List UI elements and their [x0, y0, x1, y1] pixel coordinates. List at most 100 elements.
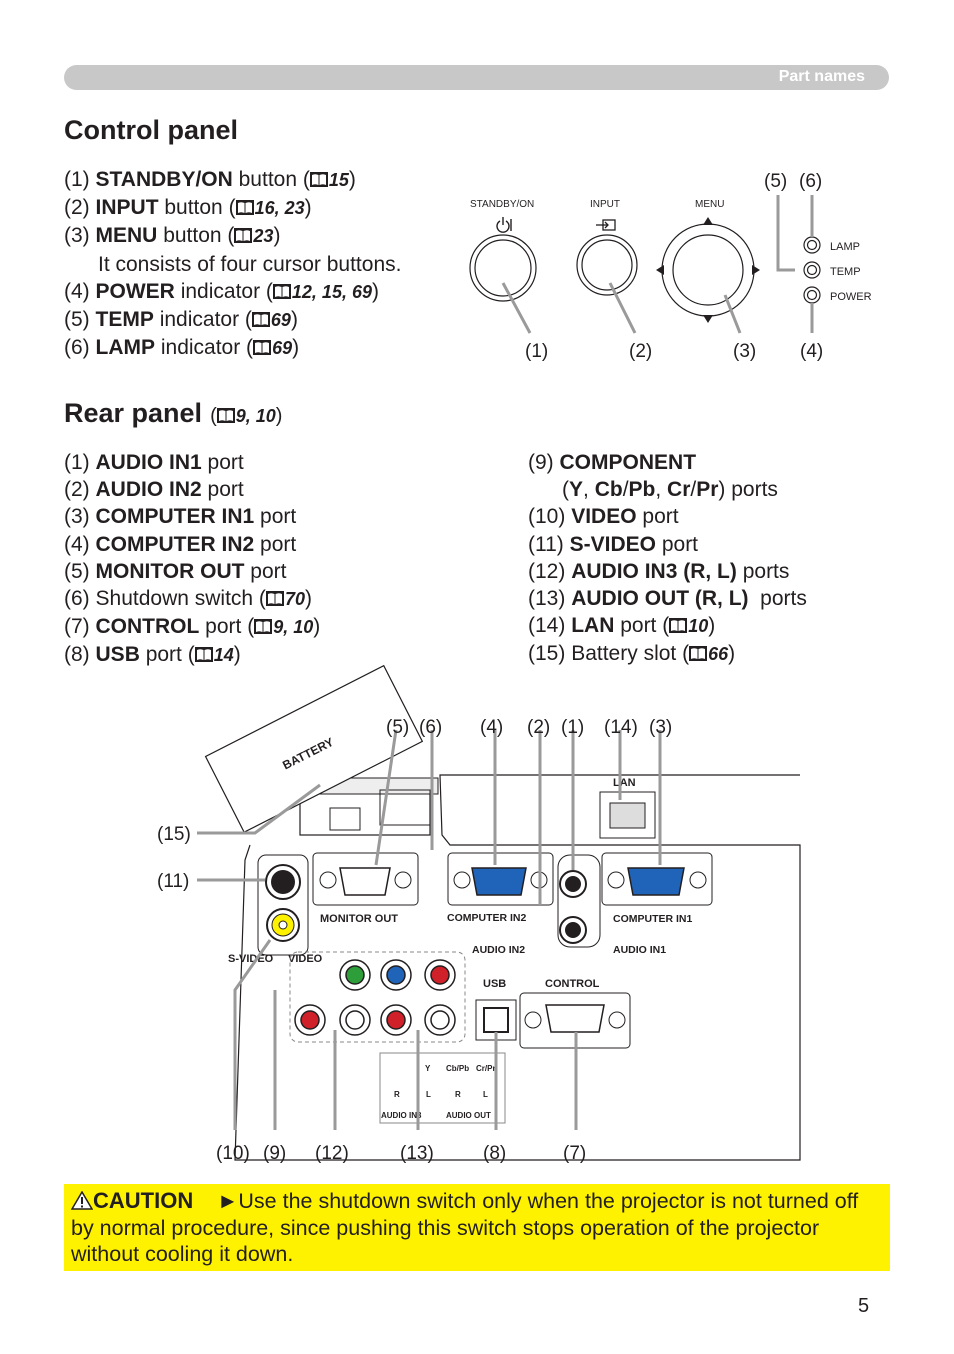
list-item: (1) AUDIO IN1 port — [64, 451, 244, 474]
power-label: POWER — [830, 291, 872, 303]
control-label: CONTROL — [545, 978, 600, 990]
list-item: (14) LAN port (10) — [528, 614, 716, 638]
menu-note: It consists of four cursor buttons. — [98, 252, 402, 276]
list-item: (8) USB port (14) — [64, 643, 241, 667]
list-item: (10) VIDEO port — [528, 505, 679, 529]
rear-callout-13: (13) — [400, 1143, 434, 1164]
caution-body: ►Use the shutdown switch only when the p… — [71, 1189, 859, 1266]
list-item: (2) AUDIO IN2 port — [64, 478, 244, 502]
section-label: Part names — [778, 68, 865, 85]
lan-label: LAN — [613, 777, 636, 789]
list-item: (15) Battery slot (66) — [528, 642, 736, 666]
rear-callout-12: (12) — [315, 1143, 349, 1164]
l1-label: L — [426, 1090, 431, 1099]
book-icon — [254, 619, 272, 634]
rear-callout-10: (10) — [216, 1143, 250, 1164]
power-symbol-icon — [496, 217, 512, 233]
battery-cover: BATTERY — [204, 664, 424, 834]
rear-panel-diagram: BATTERY LAN S-VIDEO VIDEO MONITOR OUT CO… — [157, 664, 801, 1164]
rear-callout-14: (14) — [604, 717, 638, 738]
cb-pb-port — [386, 965, 406, 985]
lamp-label: LAMP — [830, 241, 860, 253]
audio-in1-label: AUDIO IN1 — [613, 944, 666, 956]
page-number: 5 — [858, 1295, 870, 1317]
audio-in3-l-port — [345, 1010, 365, 1030]
y-label: Y — [425, 1064, 431, 1073]
book-icon — [253, 340, 271, 355]
temp-label: TEMP — [830, 266, 861, 278]
rear-callout-1: (1) — [561, 717, 584, 738]
callout-2: (2) — [629, 341, 652, 362]
input-label: INPUT — [590, 199, 620, 210]
list-item: (4) COMPUTER IN2 port — [64, 532, 297, 556]
list-item: (Y, Cb/Pb, Cr/Pr) ports — [562, 478, 778, 502]
rear-callout-4: (4) — [480, 717, 503, 738]
list-item: (9) COMPONENT — [528, 451, 697, 474]
rear-callout-11: (11) — [157, 871, 189, 892]
caution-text-block: CAUTION ►Use the shutdown switch only wh… — [70, 1188, 883, 1268]
usb-label: USB — [483, 978, 506, 990]
rear-callout-8: (8) — [483, 1143, 506, 1164]
rear-panel-title: Rear panel — [64, 398, 203, 428]
callout-3: (3) — [733, 341, 756, 362]
list-item: (2) INPUT button (16, 23) — [64, 196, 312, 220]
rear-callout-9: (9) — [263, 1143, 286, 1164]
audio-in3-r-port — [300, 1010, 320, 1030]
computer-in1-port[interactable] — [627, 867, 685, 896]
audio-out-l-port — [430, 1010, 450, 1030]
control-panel-title: Control panel — [64, 115, 238, 145]
input-symbol-icon — [596, 219, 616, 231]
list-item: (4) POWER indicator (12, 15, 69) — [64, 279, 379, 303]
rear-callout-5: (5) — [386, 717, 409, 738]
monitor-out-port[interactable] — [339, 867, 391, 896]
video-label: VIDEO — [288, 953, 323, 965]
menu-label: MENU — [695, 199, 724, 210]
list-item: (12) AUDIO IN3 (R, L) ports — [528, 559, 790, 583]
list-item: (5) TEMP indicator (69) — [64, 308, 298, 332]
audio-out-r-port — [386, 1010, 406, 1030]
l2-label: L — [483, 1090, 488, 1099]
book-icon — [252, 312, 270, 327]
callout-4: (4) — [800, 341, 823, 362]
callout-6: (6) — [799, 171, 822, 192]
list-item: (7) CONTROL port (9, 10) — [64, 615, 321, 639]
rear-callout-6: (6) — [419, 717, 442, 738]
callout-1: (1) — [525, 341, 548, 362]
book-icon — [310, 172, 328, 187]
book-icon — [266, 591, 284, 606]
computer-in2-label: COMPUTER IN2 — [447, 912, 527, 924]
r1-label: R — [394, 1090, 400, 1099]
rear-panel-heading: Rear panel (9, 10) — [64, 398, 283, 428]
audio-out-label: AUDIO OUT — [446, 1111, 491, 1120]
list-item: (3) COMPUTER IN1 port — [64, 505, 297, 529]
y-port — [345, 965, 365, 985]
control-panel-list: (1) STANDBY/ON button (15) (2) INPUT but… — [64, 166, 401, 362]
rear-panel-list-right: (9) COMPONENT (Y, Cb/Pb, Cr/Pr) ports (1… — [528, 449, 807, 669]
rear-callout-3: (3) — [649, 717, 672, 738]
control-port[interactable] — [545, 1004, 605, 1033]
list-item: (11) S-VIDEO port — [528, 532, 699, 556]
rear-callout-7: (7) — [563, 1143, 586, 1164]
list-item: (5) MONITOR OUT port — [64, 559, 287, 583]
caution-title: CAUTION — [70, 1188, 193, 1213]
book-icon — [236, 200, 254, 215]
rear-callout-15: (15) — [157, 824, 191, 845]
callout-5: (5) — [764, 171, 787, 192]
book-icon — [669, 618, 687, 633]
computer-in1-label: COMPUTER IN1 — [613, 913, 693, 925]
monitor-out-label: MONITOR OUT — [320, 913, 398, 925]
rear-callout-2: (2) — [527, 717, 550, 738]
r2-label: R — [455, 1090, 461, 1099]
caution-box: CAUTION ►Use the shutdown switch only wh… — [64, 1184, 890, 1271]
rear-panel-list-left: (1) AUDIO IN1 port (2) AUDIO IN2 port (3… — [64, 449, 320, 670]
book-icon — [273, 284, 291, 299]
list-item: (6) LAMP indicator (69) — [64, 336, 300, 360]
list-item: (3) MENU button (23) — [64, 224, 281, 248]
list-item: (6) Shutdown switch (70) — [64, 587, 312, 611]
cbpb-label: Cb/Pb — [446, 1064, 469, 1073]
list-item: (13) AUDIO OUT (R, L) ports — [528, 587, 807, 611]
cr-pr-port — [430, 965, 450, 985]
warning-icon — [70, 1190, 94, 1210]
book-icon — [217, 408, 235, 423]
computer-in2-port[interactable] — [471, 867, 527, 896]
